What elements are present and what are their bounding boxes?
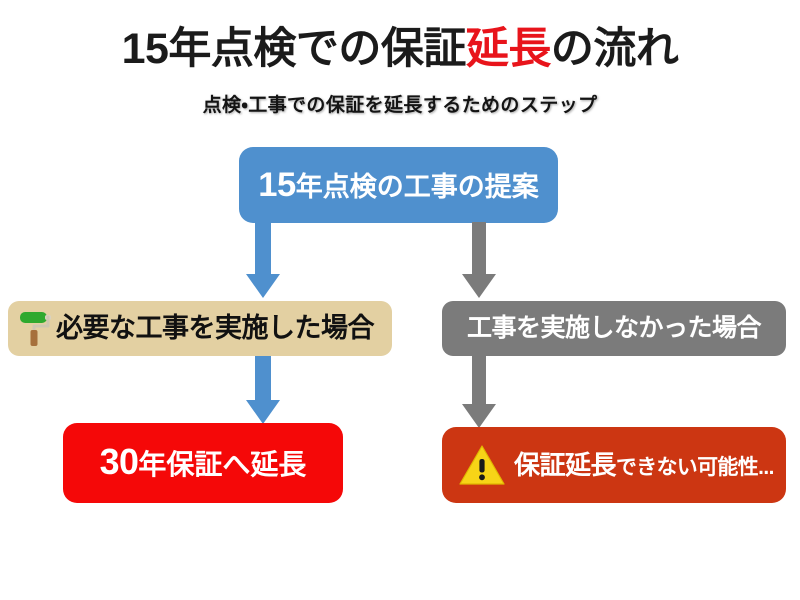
- flow-node-warning-text: できない可能性...: [616, 455, 774, 479]
- flow-node-proposal[interactable]: 15年点検の工事の提案: [239, 147, 558, 223]
- page-title-suffix: の流れ: [550, 25, 679, 73]
- flow-node-no-work[interactable]: 工事を実施しなかった場合: [442, 301, 786, 356]
- flow-node-warning-label: 保証延長できない可能性...: [514, 452, 774, 479]
- page-subtitle: 点検・工事での保証を延長するためのステップ: [202, 95, 598, 116]
- arrow-proposal-to-no-work: [462, 222, 496, 298]
- flow-node-extend-text: 年保証へ延長: [138, 449, 307, 481]
- flow-node-warning-emphasis: 保証延長: [514, 449, 617, 480]
- paint-roller-icon: [14, 307, 54, 351]
- flow-node-extend-number: 30: [99, 442, 139, 483]
- flow-node-did-work[interactable]: 必要な工事を実施した場合: [8, 301, 392, 356]
- flow-node-proposal-label: 15年点検の工事の提案: [258, 165, 539, 204]
- arrow-no-work-to-warning: [462, 356, 496, 428]
- warning-triangle-icon: [458, 443, 506, 487]
- flow-node-proposal-text: 年点検の工事の提案: [295, 171, 539, 202]
- flow-node-warning[interactable]: 保証延長できない可能性...: [442, 427, 786, 503]
- arrow-proposal-to-did-work: [246, 222, 280, 298]
- flow-node-extend-label: 30年保証へ延長: [99, 442, 307, 483]
- arrow-did-work-to-extend: [246, 356, 280, 424]
- page-title-accent: 延長: [465, 25, 552, 73]
- flow-node-did-work-label: 必要な工事を実施した場合: [56, 313, 375, 343]
- page-title-prefix: 15年点検での保証: [121, 25, 467, 73]
- page-title: 15年点検での保証延長の流れ: [0, 25, 800, 73]
- bottom-band: [0, 582, 800, 600]
- flow-node-no-work-label: 工事を実施しなかった場合: [466, 314, 762, 342]
- flow-node-extend[interactable]: 30年保証へ延長: [63, 423, 343, 503]
- flow-node-proposal-number: 15: [258, 165, 296, 204]
